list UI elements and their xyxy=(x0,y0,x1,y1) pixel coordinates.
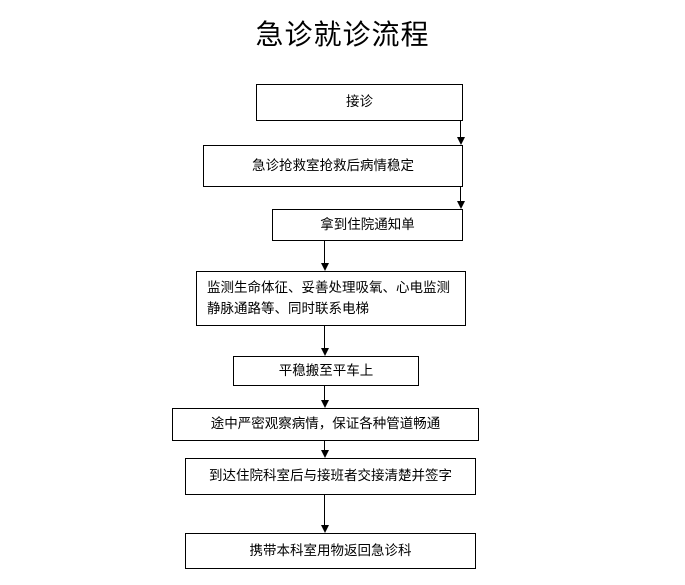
arrow-head-icon xyxy=(320,400,329,408)
page-title: 急诊就诊流程 xyxy=(255,18,430,51)
flow-node-label: 监测生命体征、妥善处理吸氧、心电监测 静脉通路等、同时联系电梯 xyxy=(207,279,450,317)
arrow-stem xyxy=(460,121,461,137)
flow-node-label: 到达住院科室后与接班者交接清楚并签字 xyxy=(209,468,452,484)
arrow-head-icon xyxy=(320,263,329,271)
arrow-stem xyxy=(460,187,461,201)
flow-node-handover-and-sign[interactable]: 到达住院科室后与接班者交接清楚并签字 xyxy=(185,458,476,495)
arrow-head-icon xyxy=(456,137,465,145)
flow-node-label: 途中严密观察病情，保证各种管道畅通 xyxy=(210,416,441,432)
flow-node-return-to-emergency[interactable]: 携带本科室用物返回急诊科 xyxy=(185,533,476,569)
arrow-stem xyxy=(324,326,325,348)
flow-node-label: 携带本科室用物返回急诊科 xyxy=(249,542,412,559)
arrow-head-icon xyxy=(320,348,329,356)
flow-node-label: 拿到住院通知单 xyxy=(320,216,415,233)
flow-node-label: 急诊抢救室抢救后病情稳定 xyxy=(252,157,414,174)
arrow-stem xyxy=(324,441,325,450)
flow-node-label: 接诊 xyxy=(346,94,373,110)
arrow-stem xyxy=(324,241,325,263)
flow-node-emergency-rescue-stable[interactable]: 急诊抢救室抢救后病情稳定 xyxy=(203,145,463,187)
flow-node-observe-en-route[interactable]: 途中严密观察病情，保证各种管道畅通 xyxy=(172,408,479,441)
arrow-stem xyxy=(324,386,325,400)
flow-node-monitor-vitals[interactable]: 监测生命体征、妥善处理吸氧、心电监测 静脉通路等、同时联系电梯 xyxy=(196,271,466,326)
flow-node-label: 平稳搬至平车上 xyxy=(278,362,374,379)
flow-node-transfer-to-gurney[interactable]: 平稳搬至平车上 xyxy=(233,356,419,386)
arrow-head-icon xyxy=(320,450,329,458)
flow-node-admission-notice[interactable]: 拿到住院通知单 xyxy=(272,209,463,241)
arrow-stem xyxy=(324,495,325,525)
arrow-head-icon xyxy=(320,525,329,533)
flow-node-reception[interactable]: 接诊 xyxy=(256,84,463,121)
arrow-head-icon xyxy=(456,201,465,209)
